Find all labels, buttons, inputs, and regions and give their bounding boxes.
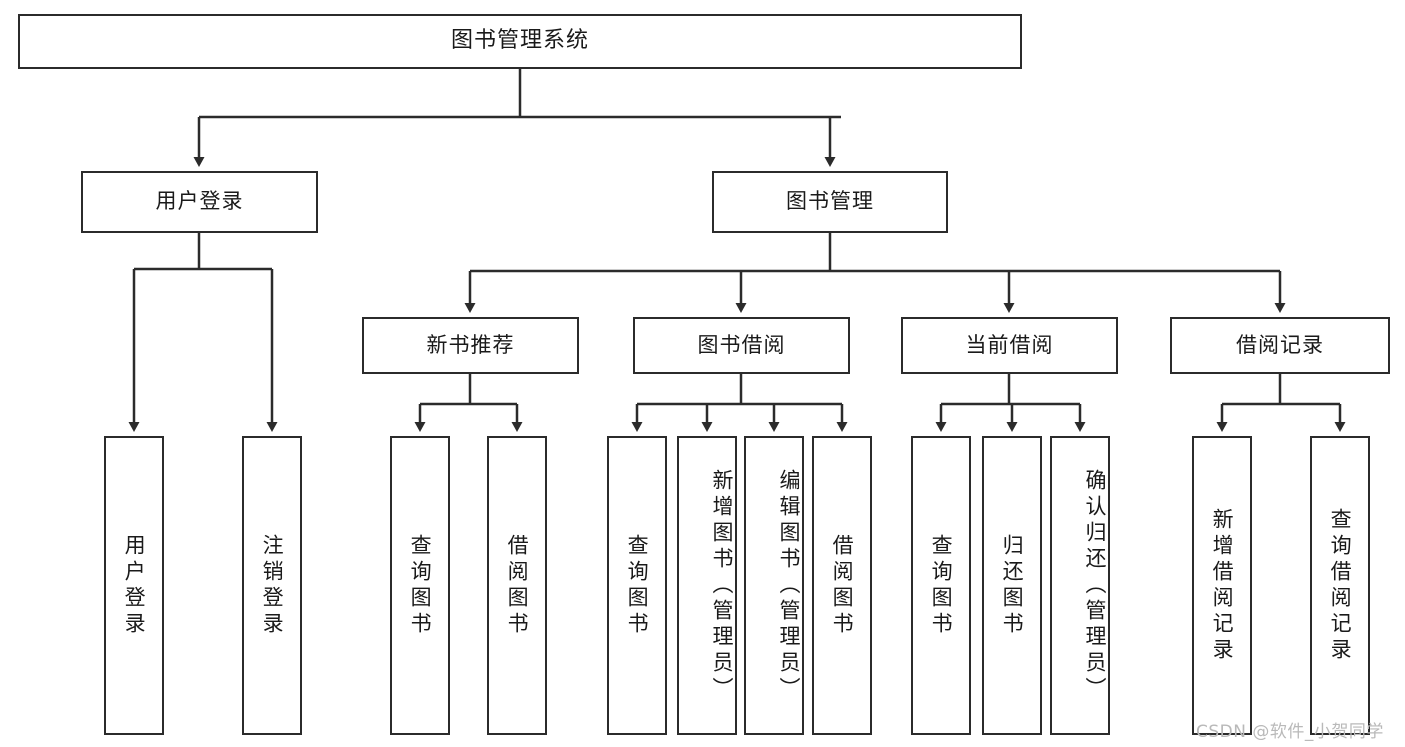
node-book-manage[interactable]: 图书管理 xyxy=(712,171,948,233)
node-leaf-edit-book-label: 编辑图书（管理员） xyxy=(777,468,801,703)
node-leaf-confirm-return-label: 确认归还（管理员） xyxy=(1083,468,1107,703)
node-leaf-borrow-book-1-label: 借阅图书 xyxy=(505,533,530,638)
node-leaf-query-borrow-record-label: 查询借阅记录 xyxy=(1328,507,1353,664)
node-leaf-borrow-book-1[interactable]: 借阅图书 xyxy=(487,436,547,735)
csdn-watermark: CSDN @软件_小贺同学 xyxy=(1196,722,1384,742)
node-leaf-query-book-3-label: 查询图书 xyxy=(929,533,954,638)
node-leaf-query-book-1[interactable]: 查询图书 xyxy=(390,436,450,735)
node-leaf-user-login-label: 用户登录 xyxy=(122,533,147,638)
node-current-borrow-label: 当前借阅 xyxy=(965,332,1054,357)
node-leaf-borrow-book-2[interactable]: 借阅图书 xyxy=(812,436,872,735)
node-leaf-query-book-2-label: 查询图书 xyxy=(625,533,650,638)
node-root-label: 图书管理系统 xyxy=(450,28,589,54)
node-leaf-query-borrow-record[interactable]: 查询借阅记录 xyxy=(1310,436,1370,735)
node-new-book-recommend-label: 新书推荐 xyxy=(426,332,515,357)
node-leaf-query-book-1-label: 查询图书 xyxy=(408,533,433,638)
node-leaf-return-book[interactable]: 归还图书 xyxy=(982,436,1042,735)
node-current-borrow[interactable]: 当前借阅 xyxy=(901,317,1118,374)
node-user-login[interactable]: 用户登录 xyxy=(81,171,318,233)
node-leaf-query-book-3[interactable]: 查询图书 xyxy=(911,436,971,735)
node-leaf-add-book-label: 新增图书（管理员） xyxy=(710,468,734,703)
node-leaf-user-login[interactable]: 用户登录 xyxy=(104,436,164,735)
node-leaf-edit-book[interactable]: 编辑图书（管理员） xyxy=(744,436,804,735)
node-leaf-logout-label: 注销登录 xyxy=(260,533,285,638)
node-new-book-recommend[interactable]: 新书推荐 xyxy=(362,317,579,374)
node-user-login-label: 用户登录 xyxy=(155,189,244,214)
node-leaf-add-borrow-record[interactable]: 新增借阅记录 xyxy=(1192,436,1252,735)
node-book-manage-label: 图书管理 xyxy=(786,189,874,214)
node-leaf-add-book[interactable]: 新增图书（管理员） xyxy=(677,436,737,735)
node-book-borrow-label: 图书借阅 xyxy=(697,332,786,357)
node-leaf-confirm-return[interactable]: 确认归还（管理员） xyxy=(1050,436,1110,735)
node-leaf-borrow-book-2-label: 借阅图书 xyxy=(830,533,855,638)
node-leaf-add-borrow-record-label: 新增借阅记录 xyxy=(1210,507,1235,664)
node-leaf-query-book-2[interactable]: 查询图书 xyxy=(607,436,667,735)
node-leaf-return-book-label: 归还图书 xyxy=(1000,533,1025,638)
node-borrow-record-label: 借阅记录 xyxy=(1236,332,1324,357)
node-borrow-record[interactable]: 借阅记录 xyxy=(1170,317,1390,374)
node-leaf-logout[interactable]: 注销登录 xyxy=(242,436,302,735)
node-book-borrow[interactable]: 图书借阅 xyxy=(633,317,850,374)
node-root[interactable]: 图书管理系统 xyxy=(18,14,1022,69)
